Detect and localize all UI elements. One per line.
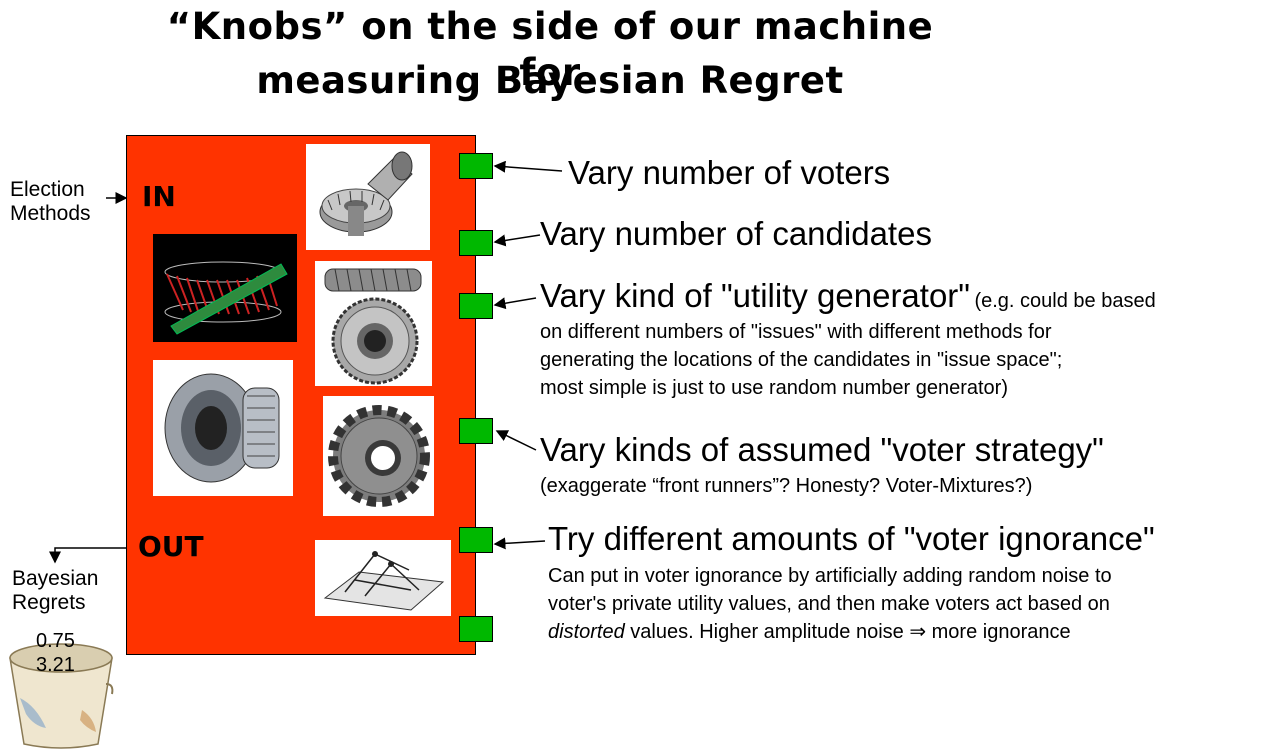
- knob-candidates[interactable]: [459, 230, 493, 256]
- bayesian-regrets-line-2: Regrets: [12, 591, 86, 614]
- knob-3-arrow: [493, 297, 537, 310]
- distorted-word: distorted: [548, 621, 625, 643]
- knob-utility-generator-note-inline: (e.g. could be based: [974, 290, 1156, 312]
- knob-voter-strategy-label: Vary kinds of assumed "voter strategy": [540, 431, 1104, 468]
- bevel-gear-icon: [306, 144, 430, 250]
- knob-voters[interactable]: [459, 153, 493, 179]
- page-title-line-2: measuring Bayesian Regret: [256, 59, 844, 102]
- knob-utility-generator-note-3: most simple is just to use random number…: [540, 377, 1008, 399]
- knob-utility-generator[interactable]: [459, 293, 493, 319]
- election-methods-label: Election Methods: [10, 178, 91, 226]
- knob-utility-generator-note-2: generating the locations of the candidat…: [540, 349, 1063, 371]
- mechanism-engraving-icon: [315, 540, 451, 616]
- worm-gear-icon: [315, 261, 432, 386]
- bucket-icon: [6, 628, 116, 750]
- knob-voter-ignorance-label: Try different amounts of "voter ignoranc…: [548, 520, 1155, 557]
- bayesian-regrets-line-1: Bayesian: [12, 567, 99, 590]
- page-title-line-1: “Knobs” on the side of our machine for: [166, 5, 934, 94]
- bayesian-regrets-arrow: [49, 547, 126, 564]
- knob-voter-ignorance-note-3: distorted values. Higher amplitude noise…: [548, 618, 1071, 646]
- knob-voters-label: Vary number of voters: [568, 154, 891, 191]
- regret-value-2: 3.21: [36, 654, 75, 676]
- knob-utility-generator-heading: Vary kind of "utility generator" (e.g. c…: [540, 277, 1156, 315]
- knob-voter-strategy[interactable]: [459, 418, 493, 444]
- knob-2-arrow: [493, 234, 541, 247]
- knob-voter-ignorance[interactable]: [459, 527, 493, 553]
- knob-voter-ignorance-note-3-rest: values. Higher amplitude noise ⇒ more ig…: [624, 621, 1071, 643]
- knob-voter-strategy-note: (exaggerate “front runners”? Honesty? Vo…: [540, 475, 1033, 497]
- knob-voter-ignorance-note-2: voter's private utility values, and then…: [548, 593, 1110, 615]
- knob-utility-generator-label: Vary kind of "utility generator": [540, 277, 971, 314]
- knob-utility-generator-note-1: on different numbers of "issues" with di…: [540, 321, 1052, 343]
- out-label: OUT: [138, 530, 204, 563]
- knob-1-arrow: [493, 160, 563, 173]
- election-methods-line-1: Election: [10, 178, 85, 201]
- spur-gear-icon: [323, 396, 434, 516]
- in-label: IN: [142, 180, 176, 213]
- knob-candidates-label: Vary number of candidates: [540, 215, 932, 252]
- bayesian-regrets-label: Bayesian Regrets: [12, 567, 98, 615]
- election-methods-line-2: Methods: [10, 202, 91, 225]
- worm-gear-render-icon: [153, 234, 297, 342]
- gear-coupling-icon: [153, 360, 293, 496]
- knob-5-arrow: [493, 537, 546, 550]
- knob-voter-ignorance-note-1: Can put in voter ignorance by artificial…: [548, 565, 1112, 587]
- knob-extra[interactable]: [459, 616, 493, 642]
- knob-4-arrow: [495, 430, 537, 451]
- regret-value-1: 0.75: [36, 630, 75, 652]
